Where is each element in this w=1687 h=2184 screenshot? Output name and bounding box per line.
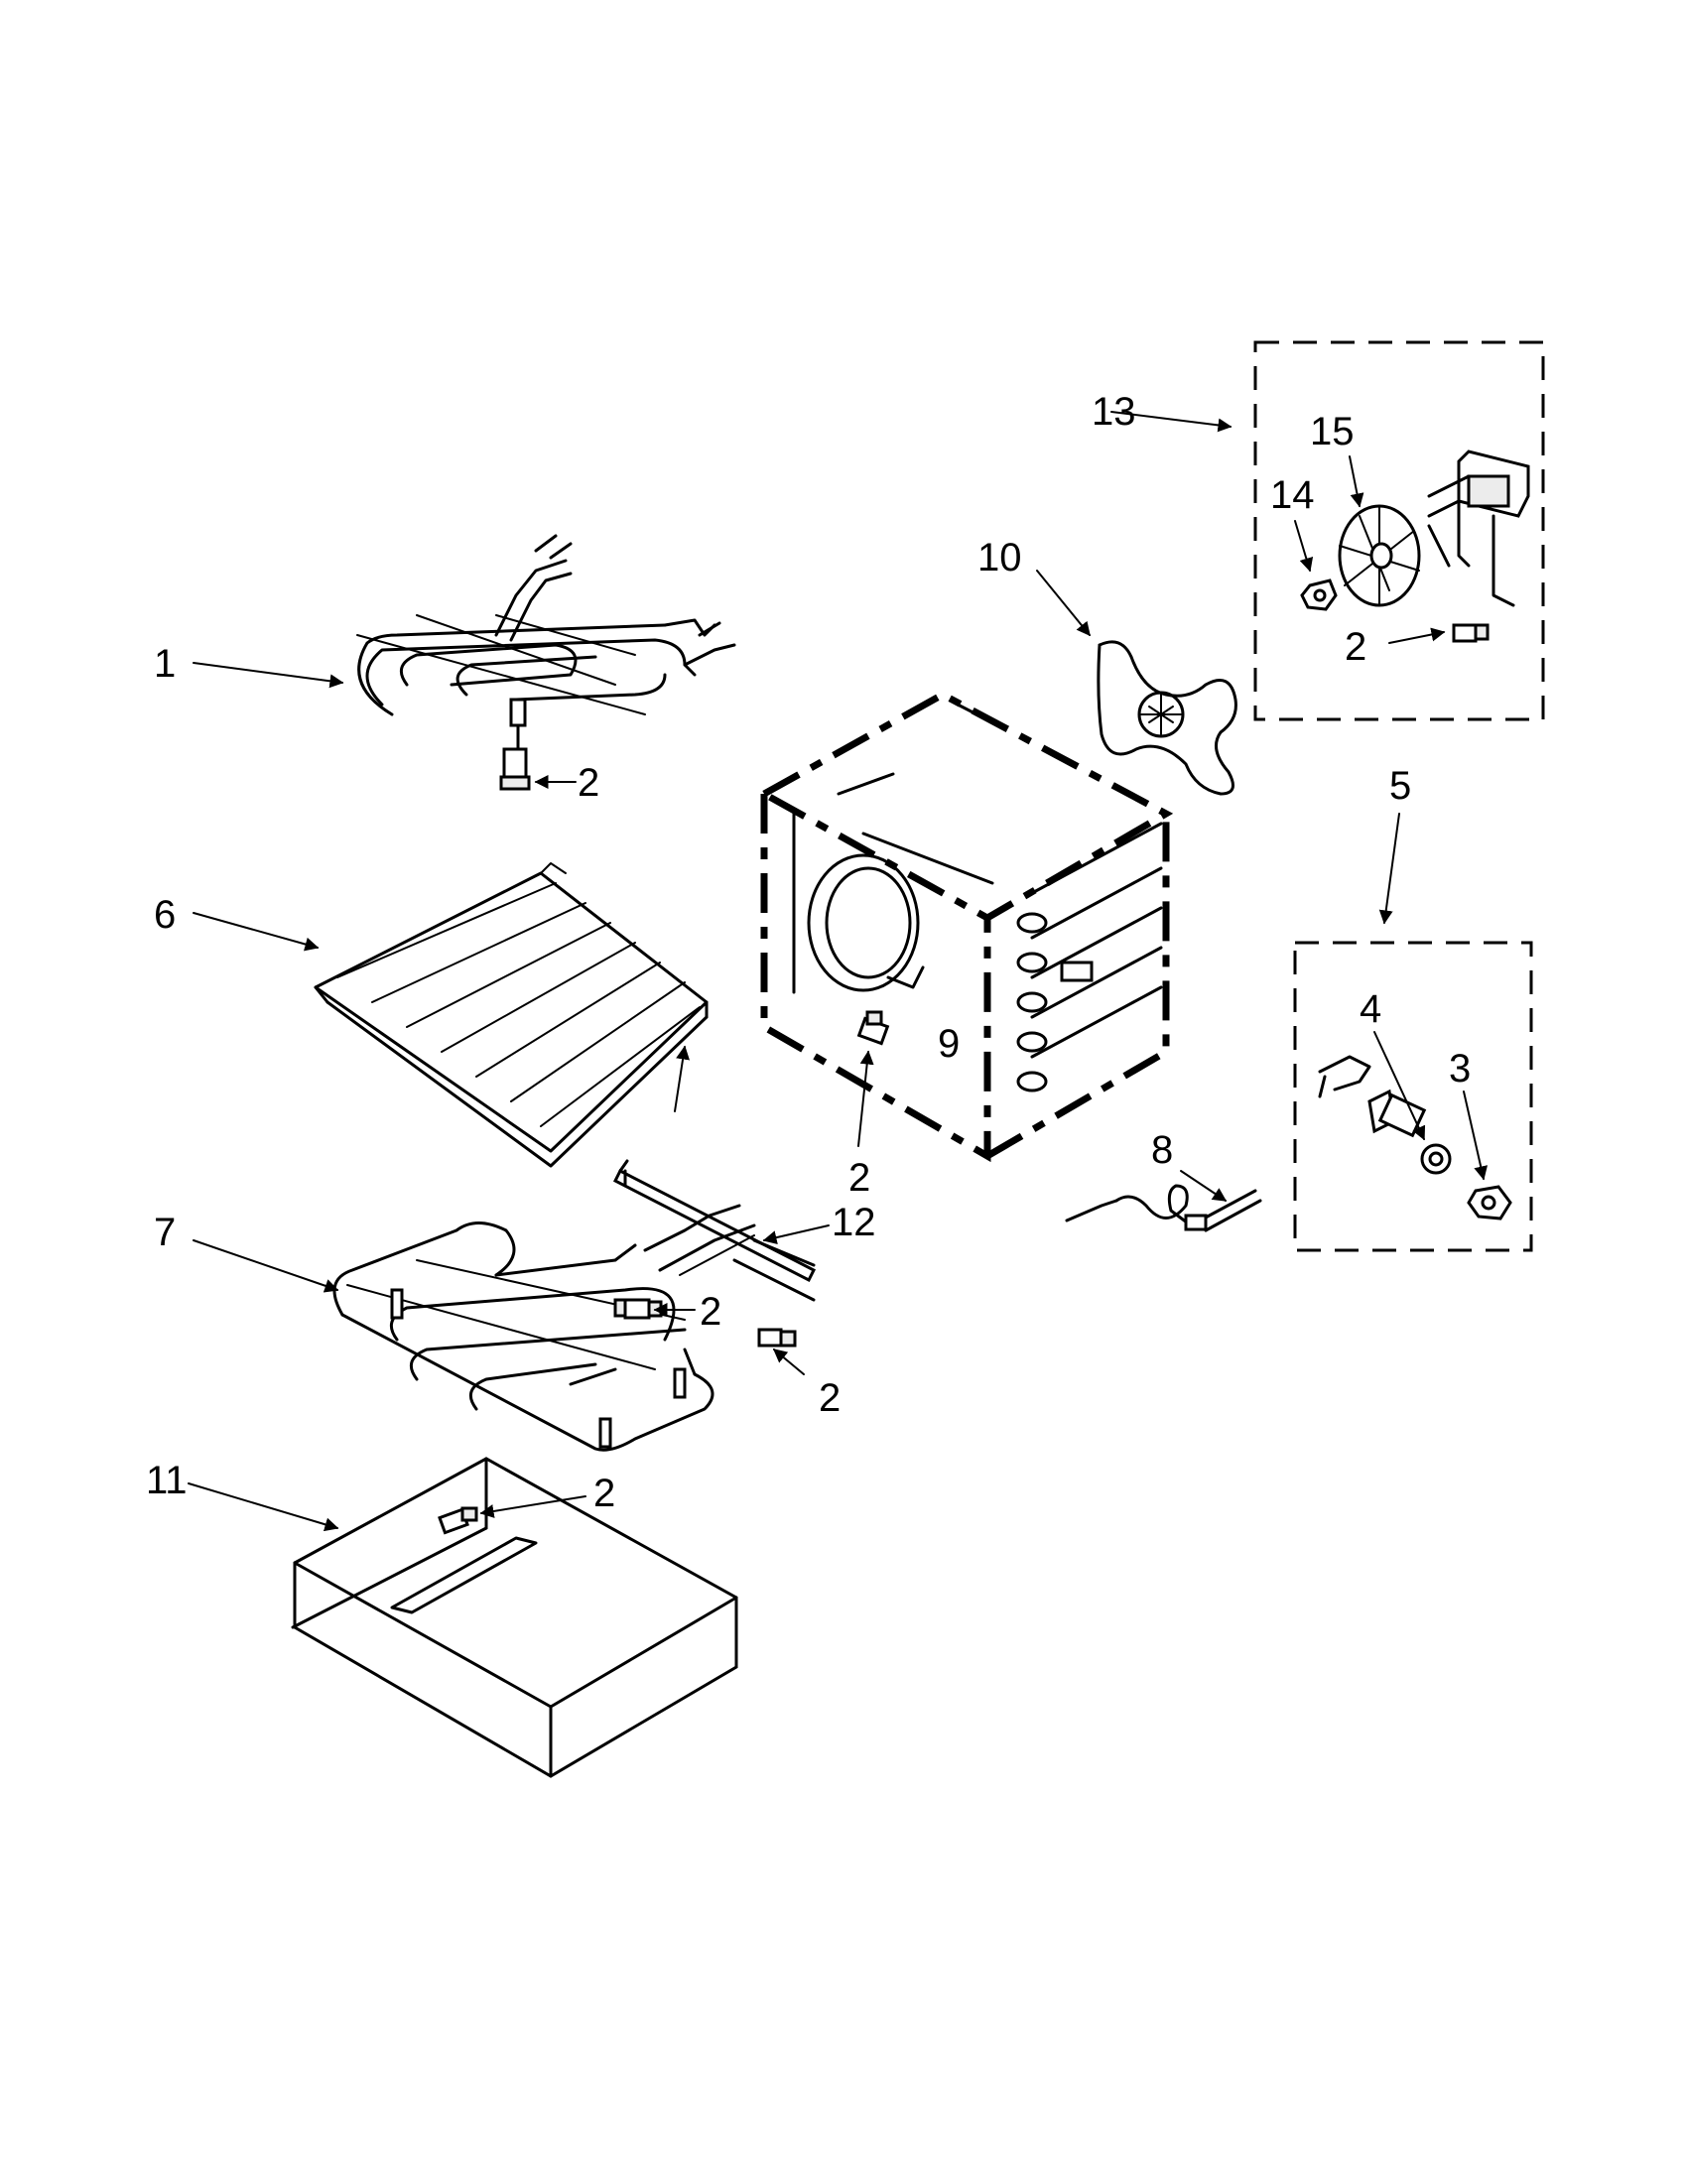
- convection-fan-box: [1253, 340, 1545, 721]
- meat-probe: [1065, 1184, 1262, 1232]
- bake-element: [332, 1221, 714, 1452]
- screw-icon: [438, 1506, 478, 1535]
- screw-icon: [757, 1328, 797, 1348]
- callout-10: 10: [977, 536, 1022, 579]
- callout-7: 7: [154, 1211, 176, 1254]
- callout-6: 6: [154, 893, 176, 937]
- callout-9: 9: [938, 1022, 960, 1066]
- callout-2-bracket-screw: 2: [819, 1376, 841, 1420]
- screw-icon: [1452, 623, 1490, 643]
- callout-2-cavity-screw: 2: [848, 1156, 870, 1200]
- leader-lines: [188, 411, 1489, 1532]
- broil-element: [356, 534, 736, 766]
- fan-blade: [1338, 504, 1421, 607]
- fan-motor: [1427, 450, 1530, 607]
- callout-12: 12: [832, 1201, 876, 1244]
- callout-2-fan-screw: 2: [1345, 625, 1366, 669]
- callout-14: 14: [1270, 473, 1315, 517]
- callout-4: 4: [1360, 987, 1381, 1031]
- callout-8: 8: [1151, 1128, 1173, 1172]
- oven-rack: [314, 862, 709, 1168]
- callout-13: 13: [1092, 390, 1136, 434]
- callout-labels: 1 2 6 9 2 10 13 14 15 2 5 4 3 8 7 12 2 2…: [146, 390, 1471, 1515]
- screw-icon: [499, 747, 531, 791]
- callout-1: 1: [154, 642, 176, 686]
- temperature-sensor: [1318, 1055, 1427, 1138]
- nut-icon: [1300, 578, 1338, 611]
- callout-2-shield-screw: 2: [593, 1472, 615, 1515]
- oven-cavity: [756, 691, 1174, 1163]
- nut-icon: [1467, 1185, 1512, 1220]
- callout-2-bake-screw: 2: [700, 1290, 721, 1334]
- callout-2-broil-screw: 2: [578, 761, 599, 805]
- callout-5: 5: [1389, 764, 1411, 808]
- screw-icon: [856, 1010, 890, 1046]
- callout-15: 15: [1310, 410, 1355, 453]
- callout-3: 3: [1449, 1047, 1471, 1091]
- sensor-box: [1293, 941, 1533, 1252]
- convection-element: [807, 853, 925, 992]
- callout-11: 11: [146, 1459, 188, 1502]
- fan-baffle: [1097, 640, 1237, 796]
- lock-washer-icon: [1420, 1143, 1452, 1175]
- element-bracket: [612, 1159, 817, 1302]
- bake-heat-shield: [291, 1457, 738, 1778]
